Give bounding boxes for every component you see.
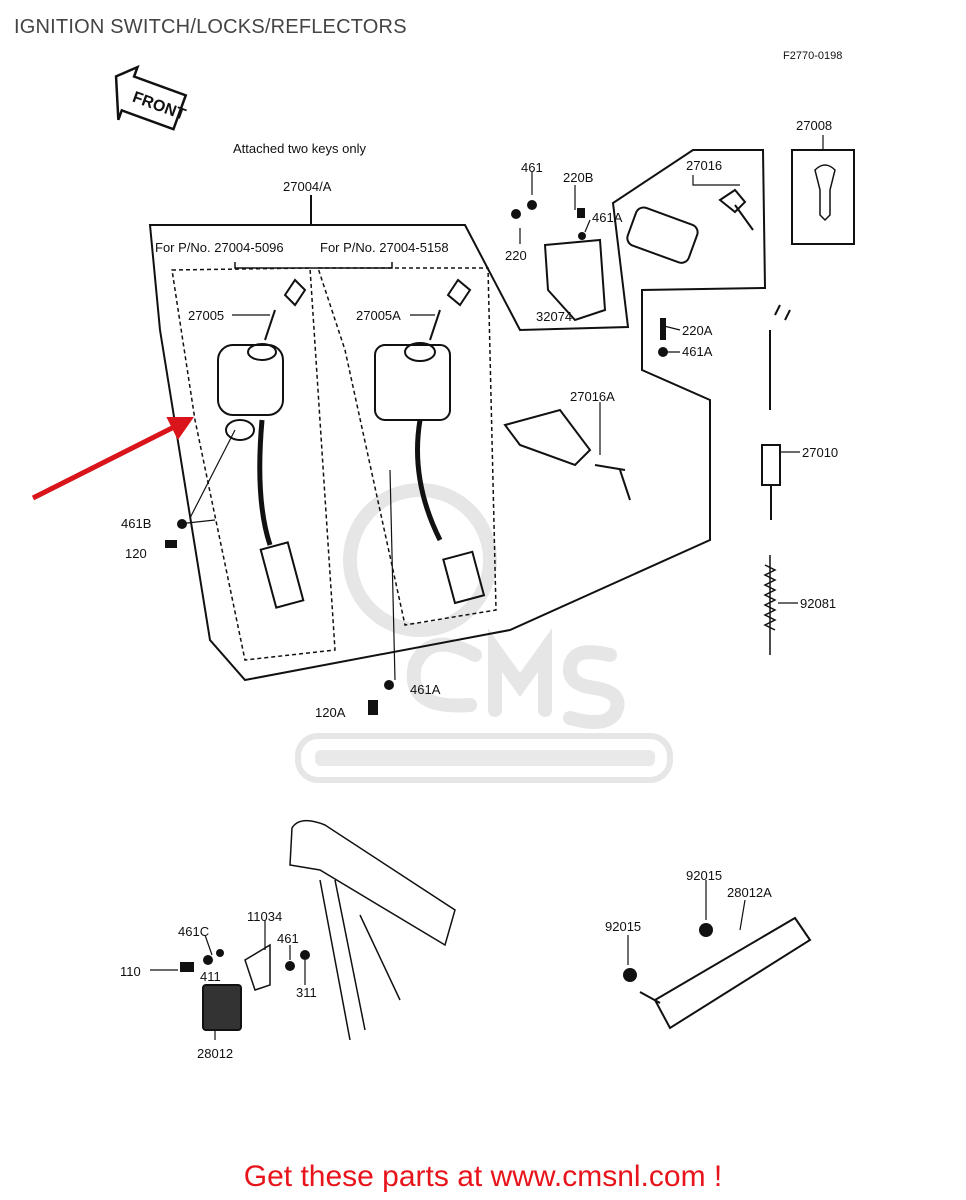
part-label[interactable]: 461A xyxy=(592,210,623,225)
note-variant-b: For P/No. 27004-5158 xyxy=(320,240,449,255)
watermark-m xyxy=(488,628,552,717)
part-label[interactable]: 461A xyxy=(410,682,441,697)
part-label[interactable]: 28012A xyxy=(727,885,772,900)
part-label[interactable]: 27005 xyxy=(188,308,225,323)
ignition-switch-27004 xyxy=(217,278,307,609)
part-label[interactable]: 28012 xyxy=(197,1046,234,1061)
part-label[interactable]: 27016A xyxy=(570,389,615,404)
group-outline xyxy=(148,149,767,682)
part-label[interactable]: 220 xyxy=(505,248,527,263)
part-label[interactable]: 27010 xyxy=(802,445,839,460)
spring-92081 xyxy=(763,555,777,655)
watermark-url-band xyxy=(295,733,673,783)
part-label[interactable]: 220A xyxy=(682,323,713,338)
note-keys: Attached two keys only xyxy=(233,141,366,156)
ignition-switch-27004A xyxy=(374,278,486,605)
part-label[interactable]: 461A xyxy=(682,344,713,359)
lock-27016A xyxy=(503,408,592,467)
frame xyxy=(289,819,456,1041)
part-label[interactable]: 461C xyxy=(178,924,210,939)
part-label[interactable]: 120A xyxy=(315,705,346,720)
note-group: 27004/A xyxy=(283,179,332,194)
figure-code: F2770-0198 xyxy=(783,50,843,62)
part-label[interactable]: 220B xyxy=(563,170,594,185)
footer-link[interactable]: Get these parts at www.cmsnl.com ! xyxy=(243,1160,723,1193)
part-label[interactable]: 411 xyxy=(200,969,221,984)
reflector-28012A xyxy=(653,916,812,1030)
watermark-c xyxy=(406,637,482,713)
part-label[interactable]: 27005A xyxy=(356,308,401,323)
note-variant-a: For P/No. 27004-5096 xyxy=(155,240,284,255)
reflector-28012 xyxy=(202,984,242,1031)
part-label[interactable]: 461 xyxy=(521,160,543,175)
switch-27010 xyxy=(761,330,781,520)
part-label[interactable]: 120 xyxy=(125,546,147,561)
part-label[interactable]: 32074 xyxy=(536,309,573,324)
part-label[interactable]: 110 xyxy=(120,964,141,979)
part-label[interactable]: 92015 xyxy=(605,919,642,934)
part-label[interactable]: 11034 xyxy=(247,909,283,924)
part-label[interactable]: 27008 xyxy=(796,118,833,133)
part-label[interactable]: 92081 xyxy=(800,596,837,611)
lock-27016 xyxy=(626,206,699,264)
front-arrow-icon: FRONT xyxy=(114,64,188,131)
part-label[interactable]: 27016 xyxy=(686,158,723,173)
watermark-s xyxy=(562,645,625,729)
bracket-32074 xyxy=(543,238,607,322)
part-label[interactable]: 461B xyxy=(121,516,152,531)
page-title: IGNITION SWITCH/LOCKS/REFLECTORS xyxy=(14,16,407,38)
part-label[interactable]: 92015 xyxy=(686,868,723,883)
red-pointer-arrow-icon xyxy=(31,417,194,501)
part-label[interactable]: 461 xyxy=(277,931,299,946)
part-label[interactable]: 311 xyxy=(296,985,317,1000)
